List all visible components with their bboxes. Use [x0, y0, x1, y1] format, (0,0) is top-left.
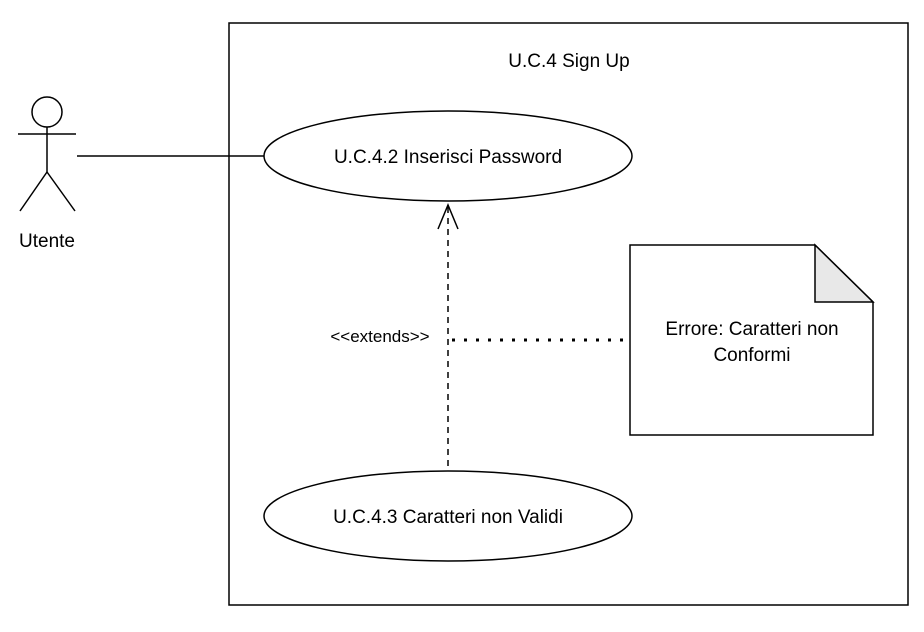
- use-case-inserisci-password: [263, 110, 633, 202]
- system-boundary: [228, 22, 909, 606]
- extends-label-bg: [318, 324, 444, 346]
- note-box: [629, 244, 874, 436]
- note-dog-ear: [814, 243, 875, 303]
- system-title: U.C.4 Sign Up: [508, 51, 629, 72]
- use-case-caratteri-non-validi-label: U.C.4.3 Caratteri non Validi: [333, 507, 563, 528]
- actor-head: [31, 96, 63, 128]
- actor-figure: [18, 96, 76, 212]
- extends-label: <<extends>>: [330, 327, 429, 346]
- actor-label: Utente: [19, 231, 75, 252]
- use-case-caratteri-non-validi: [263, 470, 633, 562]
- note-text-line1: Errore: Caratteri non: [665, 319, 838, 340]
- use-case-inserisci-password-label: U.C.4.2 Inserisci Password: [334, 147, 562, 168]
- note-text-line2: Conformi: [713, 345, 790, 366]
- extends-arrowhead: [437, 203, 459, 230]
- actor-left-leg: [19, 171, 48, 212]
- actor-right-leg: [46, 171, 76, 212]
